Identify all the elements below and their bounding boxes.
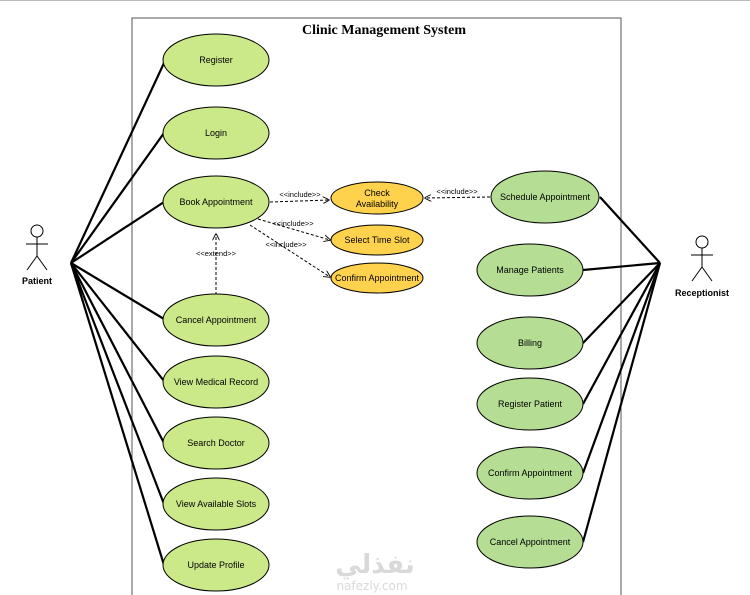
include-label-3: <<include>>: [272, 219, 314, 228]
use-case-select-time-slot[interactable]: Select Time Slot: [330, 224, 424, 256]
extend-label: <<extend>>: [196, 249, 237, 258]
use-case-billing[interactable]: Billing: [476, 316, 584, 370]
include-line-schedule: [425, 197, 491, 198]
watermark-latin: nafezly.com: [336, 579, 407, 593]
use-case-label-line2: Availability: [356, 199, 399, 209]
use-case-label: Book Appointment: [179, 197, 253, 207]
include-line-check: [269, 200, 329, 202]
use-case-manage-patients[interactable]: Manage Patients: [476, 243, 584, 297]
use-case-login[interactable]: Login: [162, 106, 270, 160]
included-use-cases: Check Availability Select Time Slot Conf…: [330, 181, 424, 294]
use-case-label: Register Patient: [498, 399, 563, 409]
receptionist-associations: [581, 196, 662, 543]
include-line-timeslot: [257, 218, 330, 240]
use-case-label: Cancel Appointment: [490, 537, 571, 547]
patient-use-cases: Register Login Book Appointment Cancel A…: [162, 33, 270, 592]
use-case-label: Search Doctor: [187, 438, 245, 448]
watermark: نفذلي nafezly.com: [335, 550, 415, 593]
include-label-4: <<include>>: [265, 240, 307, 249]
include-label-1: <<include>>: [279, 190, 321, 199]
actor-label-patient: Patient: [22, 276, 52, 286]
actor-head: [695, 235, 709, 249]
use-case-label: Cancel Appointment: [176, 315, 257, 325]
use-case-label: Login: [205, 128, 227, 138]
use-case-label: View Medical Record: [174, 377, 258, 387]
use-case-view-medical-record[interactable]: View Medical Record: [162, 355, 270, 409]
watermark-arabic: نفذلي: [335, 550, 415, 580]
use-case-label: Update Profile: [187, 560, 244, 570]
system-boundary: [131, 17, 622, 595]
use-case-view-available-slots[interactable]: View Available Slots: [162, 477, 270, 531]
use-case-update-profile[interactable]: Update Profile: [162, 538, 270, 592]
use-case-label-line1: Check: [364, 188, 390, 198]
use-case-cancel-appointment-receptionist[interactable]: Cancel Appointment: [476, 515, 584, 569]
use-case-search-doctor[interactable]: Search Doctor: [162, 416, 270, 470]
use-case-label: Select Time Slot: [344, 235, 410, 245]
use-case-label: Register: [199, 55, 233, 65]
use-case-confirm-appointment[interactable]: Confirm Appointment: [476, 446, 584, 500]
use-case-register-patient[interactable]: Register Patient: [476, 377, 584, 431]
actor-label-receptionist: Receptionist: [675, 288, 729, 298]
actor-patient[interactable]: [26, 224, 48, 271]
dependency-labels: <<include>> <<include>> <<include>> <<in…: [196, 187, 478, 258]
use-case-confirm-appointment-included[interactable]: Confirm Appointment: [330, 262, 424, 294]
use-case-book-appointment[interactable]: Book Appointment: [162, 175, 270, 229]
use-case-cancel-appointment[interactable]: Cancel Appointment: [162, 293, 270, 347]
system-title: Clinic Management System: [302, 23, 466, 38]
use-case-check-availability[interactable]: Check Availability: [330, 181, 424, 215]
patient-associations: [69, 62, 166, 566]
use-case-schedule-appointment[interactable]: Schedule Appointment: [490, 170, 600, 224]
use-case-label: Manage Patients: [496, 265, 564, 275]
use-case-label: Confirm Appointment: [488, 468, 573, 478]
use-case-label: Billing: [518, 338, 542, 348]
include-line-confirm: [249, 224, 330, 277]
use-case-label: Confirm Appointment: [335, 273, 420, 283]
actor-receptionist[interactable]: [691, 235, 713, 282]
actor-head: [30, 224, 44, 238]
include-label-2: <<include>>: [436, 187, 478, 196]
use-case-label: View Available Slots: [176, 499, 257, 509]
receptionist-use-cases: Schedule Appointment Manage Patients Bil…: [476, 170, 600, 569]
use-case-label: Schedule Appointment: [500, 192, 591, 202]
dependency-lines: [216, 197, 491, 295]
use-case-register[interactable]: Register: [162, 33, 270, 87]
